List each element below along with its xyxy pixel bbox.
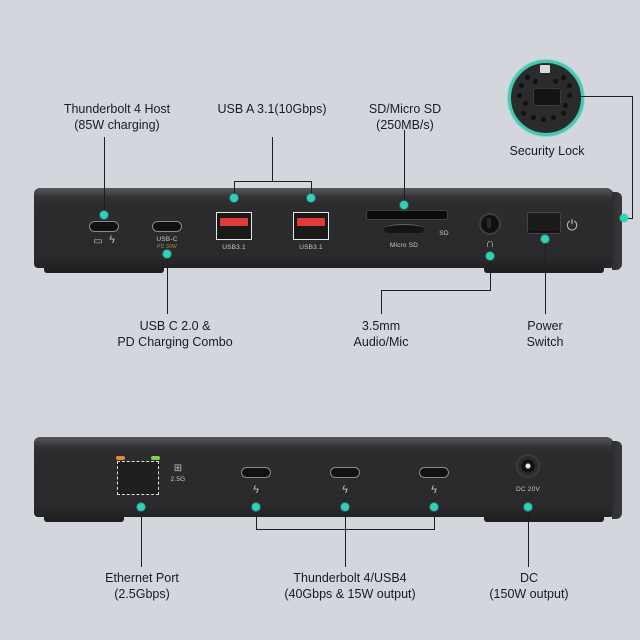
thunderbolt-icon: ϟ	[109, 234, 115, 246]
headphones-icon: ∩	[485, 236, 495, 250]
dc-power-jack[interactable]	[516, 454, 540, 478]
usbc-pd-port[interactable]	[152, 221, 182, 232]
tb4-port-2[interactable]	[330, 467, 360, 478]
ethernet-port[interactable]	[117, 461, 159, 495]
callout-usb-a: USB A 3.1(10Gbps)	[217, 102, 327, 116]
callout-tb4-host: Thunderbolt 4 Host(85W charging)	[63, 102, 171, 132]
dc-label: DC 20V	[516, 486, 540, 493]
tb4-port-3[interactable]	[419, 467, 449, 478]
microsd-label: Micro SD	[389, 242, 419, 249]
callout-tb4-usb4: Thunderbolt 4/USB4(40Gbps & 15W output)	[284, 571, 416, 601]
usb-a-label-1: USB3.1	[222, 244, 246, 251]
tb4-port-1[interactable]	[241, 467, 271, 478]
usb-a-label-2: USB3.1	[299, 244, 323, 251]
callout-security-lock: Security Lock	[509, 144, 585, 158]
thunderbolt-host-port[interactable]	[89, 221, 119, 232]
audio-jack[interactable]	[479, 213, 501, 235]
callout-usbc-pd: USB C 2.0 &PD Charging Combo	[117, 319, 233, 349]
microsd-slot[interactable]	[384, 224, 424, 233]
sd-label: SD	[439, 230, 449, 237]
lock-icon	[540, 65, 550, 73]
ethernet-speed-label: 2.5G	[170, 476, 186, 483]
usb-a-port-2[interactable]	[293, 212, 329, 240]
thunderbolt-icon: ϟ	[342, 484, 348, 496]
callout-ethernet: Ethernet Port(2.5Gbps)	[105, 571, 179, 601]
ethernet-led-green	[151, 456, 160, 460]
network-icon: ⊞	[173, 463, 183, 474]
usbc-pd-label: PD 30W	[157, 244, 177, 250]
power-icon: ⏻	[566, 217, 578, 233]
back-endcap	[612, 441, 622, 519]
thunderbolt-icon: ϟ	[431, 484, 437, 496]
callout-dc: DC(150W output)	[489, 571, 569, 601]
callout-sd: SD/Micro SD(250MB/s)	[368, 102, 442, 132]
sd-card-slot[interactable]	[366, 210, 448, 220]
power-switch[interactable]	[527, 212, 561, 234]
security-lock-closeup	[508, 60, 584, 136]
front-endcap	[612, 192, 622, 270]
usbc-label: USB-C	[156, 236, 178, 243]
thunderbolt-icon: ϟ	[253, 484, 259, 496]
usb-a-port-1[interactable]	[216, 212, 252, 240]
ethernet-led-orange	[116, 456, 125, 460]
laptop-icon: ▭	[93, 236, 103, 247]
